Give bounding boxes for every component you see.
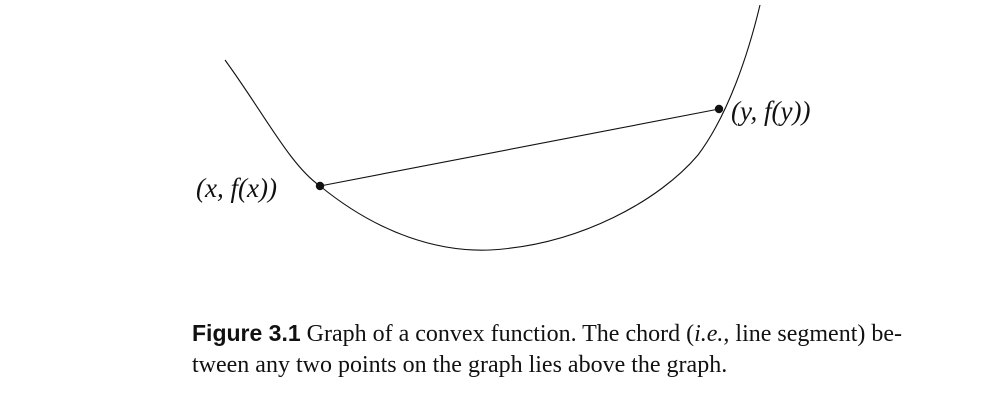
point-x-label: (x, f(x)) [196, 173, 277, 203]
caption-text-part1: Graph of a convex function. The chord ( [300, 321, 695, 347]
point-y-marker [714, 104, 724, 114]
convex-curve [224, 4, 761, 251]
caption-text-part2: , line segment) be- [723, 321, 903, 347]
point-x-marker [315, 181, 325, 191]
convex-function-figure: (x, f(x)) (y, f(y)) [196, 4, 810, 251]
figure-caption: Figure 3.1 Graph of a convex function. T… [192, 318, 954, 381]
figure-canvas: (x, f(x)) (y, f(y)) [196, 4, 810, 251]
caption-ie: i.e. [694, 321, 724, 347]
chord-line [319, 108, 720, 187]
figure-number: Figure 3.1 [192, 320, 301, 346]
caption-text-line2: tween any two points on the graph lies a… [192, 352, 728, 378]
point-y-label: (y, f(y)) [731, 96, 810, 126]
